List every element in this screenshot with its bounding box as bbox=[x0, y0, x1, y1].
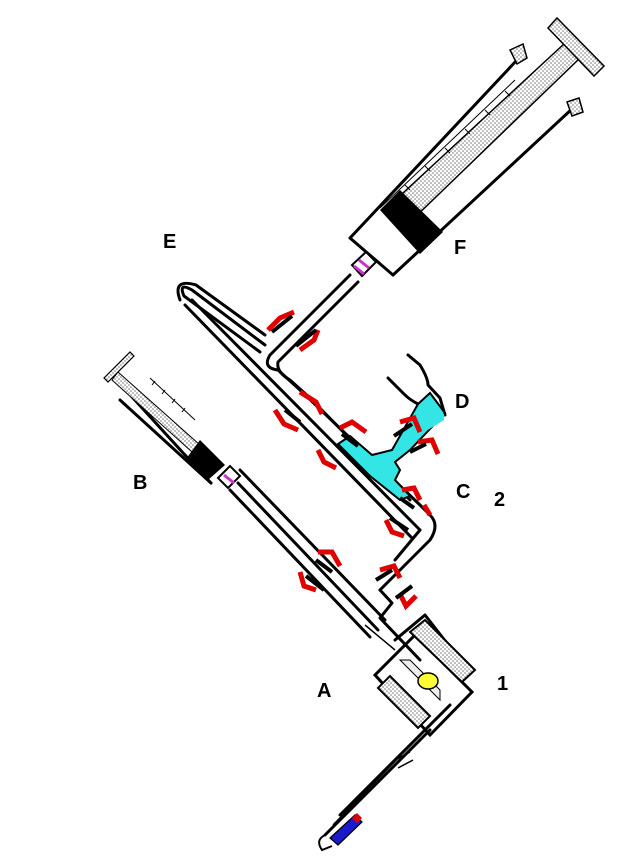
label-a: A bbox=[317, 680, 331, 702]
clamp-a-4 bbox=[394, 584, 418, 611]
tube-e-loop-outer bbox=[180, 285, 267, 354]
chamber-cap-top bbox=[408, 618, 477, 684]
label-d: D bbox=[455, 391, 469, 413]
clamp-e-1 bbox=[266, 309, 295, 334]
syringe-b-seal bbox=[223, 473, 235, 485]
clamp-e-3 bbox=[272, 408, 302, 433]
tube-b-needle-a bbox=[236, 481, 380, 632]
label-f: F bbox=[454, 237, 466, 259]
tube-a-link bbox=[378, 563, 407, 592]
tube-a-upper bbox=[238, 468, 387, 622]
label-b: B bbox=[133, 472, 147, 494]
clamp-d-2 bbox=[409, 437, 441, 455]
tube-main-diag-1 bbox=[190, 298, 422, 532]
probe-tip-blue bbox=[329, 814, 363, 846]
liquid-column bbox=[336, 391, 447, 502]
label-c: C bbox=[456, 481, 470, 503]
clamp-f-1 bbox=[294, 328, 321, 353]
syringe-f-barrel-wall-upper bbox=[348, 58, 519, 240]
yellow-ball bbox=[417, 672, 439, 690]
tube-a-elbow bbox=[378, 588, 422, 662]
syringe-f-thumb-plate bbox=[546, 16, 606, 78]
tube-e-loop-inner bbox=[176, 281, 267, 337]
clamp-d-1 bbox=[392, 414, 423, 438]
syringe-b bbox=[103, 351, 242, 490]
syringe-b-plunger-head bbox=[186, 440, 225, 480]
clamp-a-2 bbox=[297, 571, 326, 593]
probe-tip-red bbox=[352, 813, 362, 823]
needle-b-tip bbox=[364, 624, 396, 651]
clamps bbox=[266, 309, 441, 611]
tube-b-needle-b bbox=[228, 488, 372, 639]
label-e: E bbox=[163, 231, 176, 253]
label-1: 1 bbox=[497, 673, 508, 695]
label-2: 2 bbox=[494, 489, 505, 511]
chamber-cap-bottom bbox=[376, 674, 432, 730]
syringe-f-flange-top bbox=[508, 42, 528, 66]
syringe-b-barrel-wall-lower bbox=[118, 398, 213, 485]
probe-break bbox=[394, 751, 414, 769]
syringe-b-luer-tip bbox=[216, 464, 242, 490]
clamp-e-2 bbox=[298, 389, 325, 416]
reservoir-d bbox=[336, 353, 447, 502]
probe bbox=[318, 703, 452, 852]
probe-wall-left bbox=[323, 728, 432, 837]
syringe-f-seal bbox=[358, 258, 370, 270]
tube-c-outer bbox=[298, 388, 437, 567]
clamp-c-4 bbox=[383, 516, 410, 539]
syringe-f-plunger-head bbox=[380, 190, 443, 254]
probe-end bbox=[318, 834, 333, 852]
syringe-b-thumb-plate bbox=[103, 351, 135, 383]
reservoir-d-wall-left bbox=[386, 376, 420, 406]
ball-chamber bbox=[372, 618, 477, 738]
reservoir-d-wall-right bbox=[406, 353, 447, 417]
clamp-a-1 bbox=[314, 549, 343, 574]
clamp-c-1 bbox=[338, 419, 368, 448]
tubing bbox=[176, 273, 462, 662]
syringe-f-plunger-rod bbox=[388, 41, 582, 224]
tube-f-needle-b bbox=[290, 280, 360, 350]
syringe-b-scale bbox=[149, 377, 196, 421]
liquid-meniscus bbox=[418, 404, 444, 436]
syringe-f-flange-bottom bbox=[566, 97, 584, 117]
clamp-a-3 bbox=[374, 563, 403, 582]
syringe-b-barrel-end bbox=[183, 453, 213, 485]
syringe-f-seal-2 bbox=[353, 264, 365, 276]
clamp-c-5 bbox=[421, 503, 433, 517]
syringe-f bbox=[348, 16, 606, 278]
probe-inner bbox=[332, 714, 441, 826]
tube-c-down bbox=[393, 528, 422, 562]
tube-f-needle-a bbox=[283, 273, 352, 342]
syringe-f-scale bbox=[379, 79, 516, 209]
tube-connector-2 bbox=[276, 346, 312, 400]
clamp-c-2 bbox=[315, 448, 338, 471]
clamp-c-3 bbox=[398, 485, 423, 510]
